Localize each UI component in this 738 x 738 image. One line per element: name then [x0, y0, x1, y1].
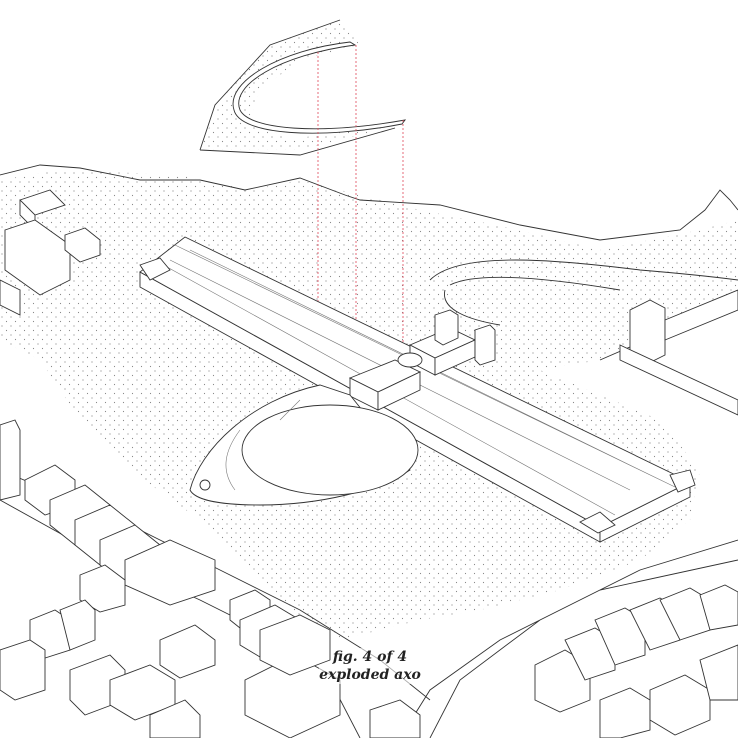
roadway: [429, 259, 738, 361]
houses-left: [0, 189, 216, 738]
terrain-edge: [0, 164, 738, 241]
canopy-base: [199, 19, 396, 156]
houses-middle: [159, 589, 421, 738]
caption-figure-number: fig. 4 of 4: [332, 648, 408, 666]
stippled-roof-fragment: [200, 20, 400, 150]
oval-plaza: [189, 384, 419, 506]
houses-right: [534, 584, 738, 738]
canopy-roof: [232, 41, 407, 134]
central-pavilion: [348, 309, 496, 411]
figure-caption: fig. 4 of 4 exploded axo: [300, 648, 440, 684]
caption-title: exploded axo: [319, 666, 421, 684]
tower-building: [619, 289, 738, 416]
